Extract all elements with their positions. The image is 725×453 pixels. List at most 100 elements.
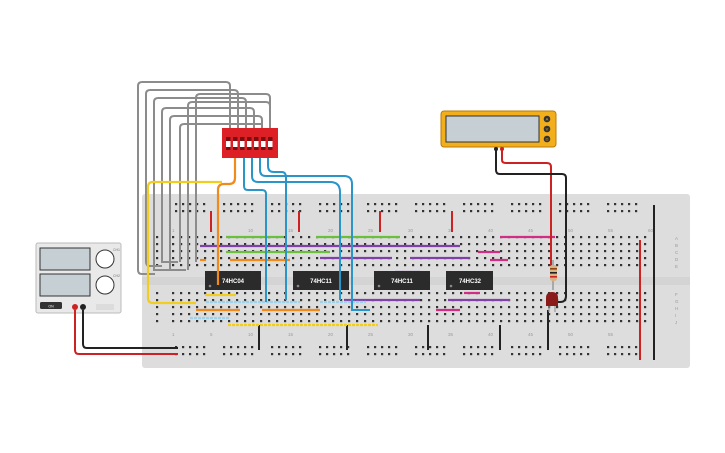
breadboard-hole[interactable] [559, 203, 562, 206]
breadboard-hole[interactable] [532, 264, 535, 267]
breadboard-hole[interactable] [278, 353, 281, 356]
breadboard-hole[interactable] [556, 264, 559, 267]
breadboard-hole[interactable] [588, 292, 591, 295]
breadboard-hole[interactable] [316, 320, 319, 323]
breadboard-hole[interactable] [532, 320, 535, 323]
breadboard-hole[interactable] [308, 313, 311, 316]
breadboard-hole[interactable] [604, 264, 607, 267]
breadboard-hole[interactable] [500, 320, 503, 323]
chip-74hc11[interactable]: 74HC11 [293, 271, 349, 290]
breadboard-hole[interactable] [572, 243, 575, 246]
breadboard-hole[interactable] [518, 353, 521, 356]
breadboard-hole[interactable] [319, 203, 322, 206]
breadboard-hole[interactable] [621, 353, 624, 356]
breadboard-hole[interactable] [612, 320, 615, 323]
breadboard-hole[interactable] [566, 353, 569, 356]
wire-yellow[interactable] [146, 180, 222, 305]
breadboard-hole[interactable] [180, 299, 183, 302]
breadboard-hole[interactable] [212, 250, 215, 253]
breadboard-hole[interactable] [340, 306, 343, 309]
breadboard-hole[interactable] [340, 292, 343, 295]
breadboard-hole[interactable] [374, 353, 377, 356]
breadboard-hole[interactable] [429, 346, 432, 349]
breadboard-hole[interactable] [204, 299, 207, 302]
breadboard-hole[interactable] [316, 313, 319, 316]
breadboard-hole[interactable] [388, 203, 391, 206]
breadboard-hole[interactable] [628, 306, 631, 309]
breadboard-hole[interactable] [220, 243, 223, 246]
breadboard-hole[interactable] [644, 243, 647, 246]
psu-terminal-negative[interactable] [80, 304, 86, 310]
breadboard-hole[interactable] [548, 313, 551, 316]
breadboard-hole[interactable] [412, 243, 415, 246]
dip-switch-lever[interactable] [261, 141, 266, 147]
breadboard-hole[interactable] [324, 299, 327, 302]
breadboard-hole[interactable] [612, 264, 615, 267]
breadboard-hole[interactable] [172, 264, 175, 267]
breadboard-hole[interactable] [172, 292, 175, 295]
breadboard-hole[interactable] [540, 264, 543, 267]
breadboard-hole[interactable] [604, 313, 607, 316]
breadboard-hole[interactable] [324, 313, 327, 316]
breadboard-hole[interactable] [252, 243, 255, 246]
breadboard-hole[interactable] [300, 264, 303, 267]
wire-gray[interactable] [153, 97, 247, 271]
breadboard-hole[interactable] [540, 292, 543, 295]
breadboard-hole[interactable] [628, 353, 631, 356]
breadboard-hole[interactable] [340, 250, 343, 253]
breadboard-hole[interactable] [644, 320, 647, 323]
breadboard-hole[interactable] [388, 346, 391, 349]
breadboard-hole[interactable] [604, 257, 607, 260]
dip-switch-lever[interactable] [226, 141, 231, 147]
breadboard-hole[interactable] [182, 210, 185, 213]
breadboard-hole[interactable] [348, 292, 351, 295]
breadboard-hole[interactable] [644, 299, 647, 302]
breadboard-hole[interactable] [420, 292, 423, 295]
breadboard-hole[interactable] [412, 250, 415, 253]
breadboard-hole[interactable] [415, 346, 418, 349]
breadboard-hole[interactable] [636, 250, 639, 253]
breadboard-hole[interactable] [492, 236, 495, 239]
breadboard-hole[interactable] [300, 313, 303, 316]
breadboard-hole[interactable] [188, 243, 191, 246]
breadboard-hole[interactable] [188, 257, 191, 260]
breadboard-hole[interactable] [204, 236, 207, 239]
breadboard-hole[interactable] [204, 243, 207, 246]
breadboard-hole[interactable] [463, 353, 466, 356]
breadboard-hole[interactable] [470, 353, 473, 356]
breadboard-hole[interactable] [260, 292, 263, 295]
breadboard-hole[interactable] [268, 313, 271, 316]
breadboard-hole[interactable] [156, 306, 159, 309]
breadboard-hole[interactable] [388, 306, 391, 309]
breadboard-hole[interactable] [380, 313, 383, 316]
breadboard-hole[interactable] [604, 243, 607, 246]
breadboard-hole[interactable] [268, 306, 271, 309]
psu-knob-1[interactable] [95, 249, 115, 269]
breadboard-hole[interactable] [204, 264, 207, 267]
breadboard-hole[interactable] [644, 250, 647, 253]
breadboard-hole[interactable] [196, 210, 199, 213]
breadboard-hole[interactable] [252, 257, 255, 260]
breadboard-hole[interactable] [604, 306, 607, 309]
breadboard-hole[interactable] [428, 243, 431, 246]
wire-blue[interactable] [267, 158, 287, 300]
breadboard-hole[interactable] [237, 353, 240, 356]
breadboard-hole[interactable] [516, 257, 519, 260]
breadboard-hole[interactable] [476, 250, 479, 253]
breadboard-hole[interactable] [588, 313, 591, 316]
breadboard-hole[interactable] [260, 299, 263, 302]
breadboard-hole[interactable] [607, 346, 610, 349]
breadboard-hole[interactable] [220, 257, 223, 260]
breadboard-hole[interactable] [587, 203, 590, 206]
breadboard-hole[interactable] [396, 320, 399, 323]
breadboard-hole[interactable] [364, 264, 367, 267]
breadboard-hole[interactable] [477, 353, 480, 356]
breadboard-hole[interactable] [636, 306, 639, 309]
breadboard-hole[interactable] [203, 210, 206, 213]
breadboard-hole[interactable] [326, 353, 329, 356]
breadboard-hole[interactable] [500, 250, 503, 253]
breadboard-hole[interactable] [332, 313, 335, 316]
breadboard-hole[interactable] [326, 203, 329, 206]
breadboard-hole[interactable] [612, 250, 615, 253]
breadboard-hole[interactable] [316, 243, 319, 246]
